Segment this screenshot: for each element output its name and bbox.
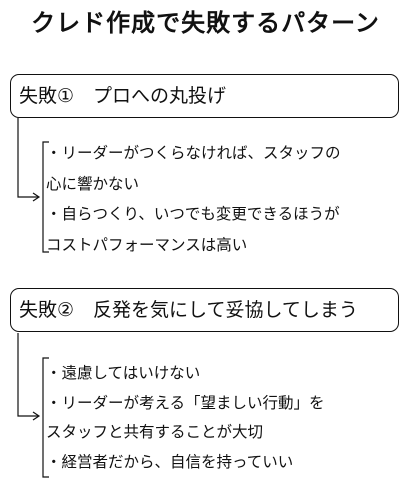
page-title: クレド作成で失敗するパターン <box>31 9 380 37</box>
failure-2-heading: 失敗② 反発を気にして妥協してしまう <box>19 299 358 321</box>
failure-1-points: ・リーダーがつくらなければ、スタッフの 心に響かない ・自らつくり、いつでも変更… <box>46 138 341 260</box>
failure-2-point-line: ・リーダーが考える「望ましい行動」を <box>46 393 325 412</box>
failure-1-point-line: 心に響かない <box>46 174 140 193</box>
failure-1-connector <box>17 118 38 198</box>
failure-1-arrowhead <box>32 192 41 202</box>
failure-2-arrowhead <box>32 411 41 421</box>
failure-1-point-line: ・自らつくり、いつでも変更できるほうが <box>46 205 340 223</box>
failure-2-connector <box>17 333 38 417</box>
failure-1-heading-box: 失敗① プロへの丸投げ <box>10 74 399 118</box>
failure-2-point-line: ・経営者だから、自信を持っていい <box>46 452 294 471</box>
failure-1-heading: 失敗① プロへの丸投げ <box>19 85 227 107</box>
failure-2-points: ・遠慮してはいけない ・リーダーが考える「望ましい行動」を スタッフと共有するこ… <box>46 359 325 477</box>
failure-2-point-line: ・遠慮してはいけない <box>46 364 201 382</box>
failure-1-point-line: コストパフォーマンスは高い <box>46 235 248 254</box>
failure-2-bracket <box>42 357 49 478</box>
failure-2-heading-box: 失敗② 反発を気にして妥協してしまう <box>10 288 399 332</box>
failure-1-bracket <box>42 141 49 253</box>
failure-1-point-line: ・リーダーがつくらなければ、スタッフの <box>46 144 341 162</box>
failure-2-point-line: スタッフと共有することが大切 <box>46 423 264 441</box>
